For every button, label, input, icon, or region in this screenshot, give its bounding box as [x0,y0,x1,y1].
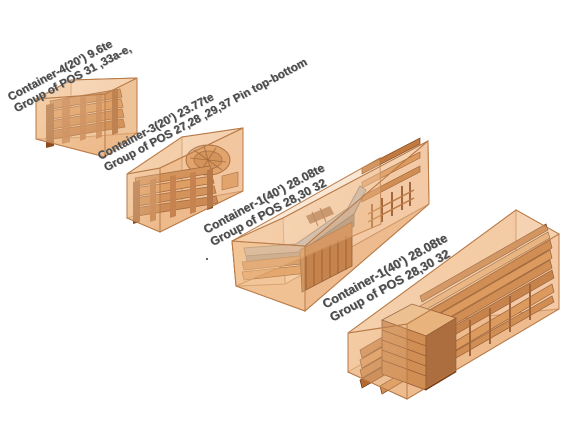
container-3 [125,127,244,233]
container-1-b [347,209,561,400]
stray-dot [206,258,208,260]
container-1-a [231,137,430,313]
container-1-a-right-end [304,139,430,313]
container-3-right-end [159,127,244,233]
container-1-b-front-wall [347,323,408,400]
container-4 [35,77,139,158]
container-4-right-end [104,77,138,158]
container-1-b-right-side [406,233,560,400]
container-1-a-near-end [231,240,306,312]
container-3-front-wall [126,167,161,233]
